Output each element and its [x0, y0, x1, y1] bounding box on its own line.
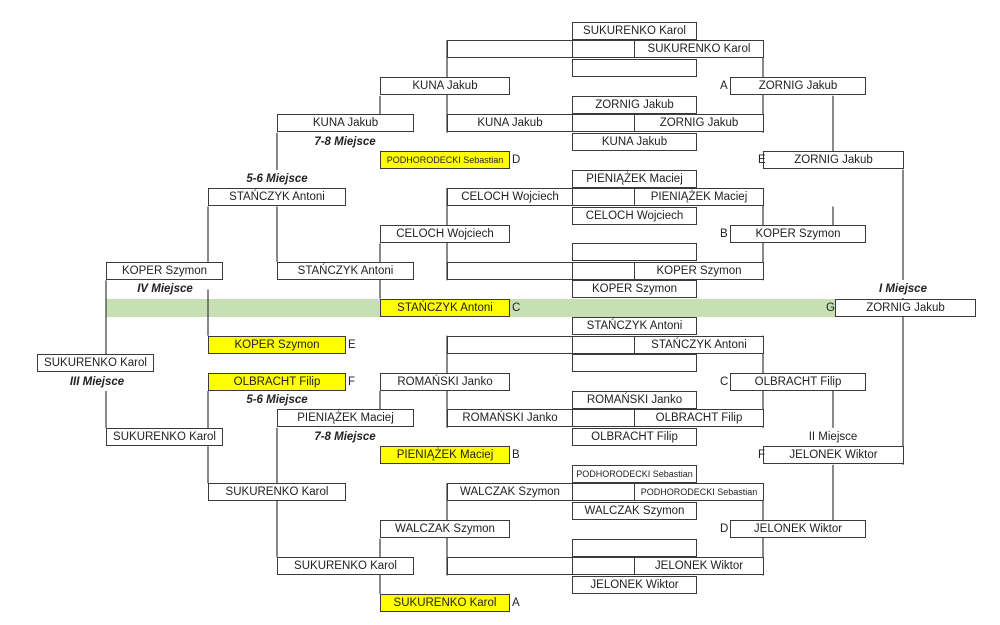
player-cell [572, 188, 635, 207]
match-letter-label: G [826, 301, 835, 314]
player-cell [447, 557, 573, 576]
player-cell: KUNA Jakub [380, 77, 510, 96]
place-label: I Miejsce [877, 280, 929, 299]
match-letter-label: F [758, 449, 766, 462]
player-cell: OLBRACHT Filip [634, 409, 764, 428]
player-cell: JELONEK Wiktor [763, 446, 904, 465]
player-cell [572, 243, 697, 262]
player-cell: OLBRACHT Filip [572, 427, 697, 446]
highlighted-player-cell: PIENIĄŻEK Maciej [380, 446, 510, 465]
player-cell: ROMAŃSKI Janko [572, 391, 697, 409]
highlighted-player-cell: PODHORODECKI Sebastian [380, 151, 510, 170]
highlighted-player-cell: SUKURENKO Karol [380, 593, 510, 612]
player-cell: ROMAŃSKI Janko [447, 409, 573, 428]
player-cell: ROMAŃSKI Janko [380, 372, 510, 391]
match-letter-label: D [512, 154, 521, 167]
player-cell [572, 538, 697, 557]
player-cell [572, 483, 635, 502]
match-letter-label: E [758, 154, 766, 167]
place-label: 7-8 Miejsce [312, 427, 378, 446]
match-letter-label: C [512, 301, 521, 314]
player-cell: PIENIĄŻEK Maciej [572, 169, 697, 188]
player-cell: PODHORODECKI Sebastian [572, 464, 697, 483]
highlighted-player-cell: STAŃCZYK Antoni [380, 298, 510, 317]
match-letter-label: A [512, 596, 520, 609]
place-label: 5-6 Miejsce [244, 391, 310, 409]
player-cell: CELOCH Wojciech [447, 188, 573, 207]
player-cell: KOPER Szymon [730, 224, 866, 243]
player-cell: SUKURENKO Karol [37, 354, 154, 373]
highlighted-player-cell: KOPER Szymon [208, 335, 346, 354]
place-label: II Miejsce [806, 427, 860, 446]
player-cell: KUNA Jakub [277, 114, 414, 133]
player-cell: CELOCH Wojciech [380, 224, 510, 243]
match-letter-label: C [720, 375, 729, 388]
player-cell [447, 40, 573, 59]
player-cell: STAŃCZYK Antoni [208, 188, 346, 207]
player-cell: SUKURENKO Karol [208, 483, 346, 502]
player-cell [572, 261, 635, 280]
player-cell: ZORNIG Jakub [730, 77, 866, 96]
player-cell: STAŃCZYK Antoni [277, 261, 414, 280]
player-cell: SUKURENKO Karol [634, 40, 764, 59]
place-label: 5-6 Miejsce [244, 169, 310, 188]
match-letter-label: E [348, 338, 356, 351]
player-cell: STAŃCZYK Antoni [634, 335, 764, 354]
player-cell [572, 58, 697, 77]
place-label: 7-8 Miejsce [312, 132, 378, 151]
player-cell [447, 335, 573, 354]
player-cell: ZORNIG Jakub [572, 95, 697, 114]
match-letter-label: B [720, 227, 728, 240]
player-cell [572, 409, 635, 428]
player-cell: WALCZAK Szymon [380, 520, 510, 539]
player-cell [447, 261, 573, 280]
player-cell: SUKURENKO Karol [277, 557, 414, 576]
player-cell: PIENIĄŻEK Maciej [634, 188, 764, 207]
player-cell: ZORNIG Jakub [835, 298, 976, 317]
match-letter-label: D [720, 523, 729, 536]
highlighted-player-cell: OLBRACHT Filip [208, 372, 346, 391]
match-letter-label: F [348, 375, 356, 388]
player-cell: STAŃCZYK Antoni [572, 317, 697, 336]
player-cell: WALCZAK Szymon [572, 501, 697, 520]
player-cell: SUKURENKO Karol [106, 427, 223, 446]
player-cell: OLBRACHT Filip [730, 372, 866, 391]
player-cell: WALCZAK Szymon [447, 483, 573, 502]
player-cell: ZORNIG Jakub [763, 151, 904, 170]
player-cell: KOPER Szymon [572, 280, 697, 299]
place-label: IV Miejsce [135, 280, 195, 299]
match-letter-label: A [720, 80, 728, 93]
player-cell: KOPER Szymon [634, 261, 764, 280]
match-letter-label: B [512, 449, 520, 462]
player-cell: JELONEK Wiktor [572, 575, 697, 594]
player-cell: KOPER Szymon [106, 261, 223, 280]
player-cell [572, 557, 635, 576]
player-cell [572, 40, 635, 59]
player-cell: SUKURENKO Karol [572, 22, 697, 40]
player-cell: PIENIĄŻEK Maciej [277, 409, 414, 428]
place-label: III Miejsce [67, 372, 127, 391]
player-cell: ZORNIG Jakub [634, 114, 764, 133]
player-cell: JELONEK Wiktor [730, 520, 866, 539]
player-cell [572, 354, 697, 373]
player-cell: PODHORODECKI Sebastian [634, 483, 764, 502]
player-cell: CELOCH Wojciech [572, 206, 697, 225]
player-cell [572, 114, 635, 133]
player-cell: JELONEK Wiktor [634, 557, 764, 576]
player-cell [572, 335, 635, 354]
player-cell: KUNA Jakub [572, 132, 697, 151]
player-cell: KUNA Jakub [447, 114, 573, 133]
